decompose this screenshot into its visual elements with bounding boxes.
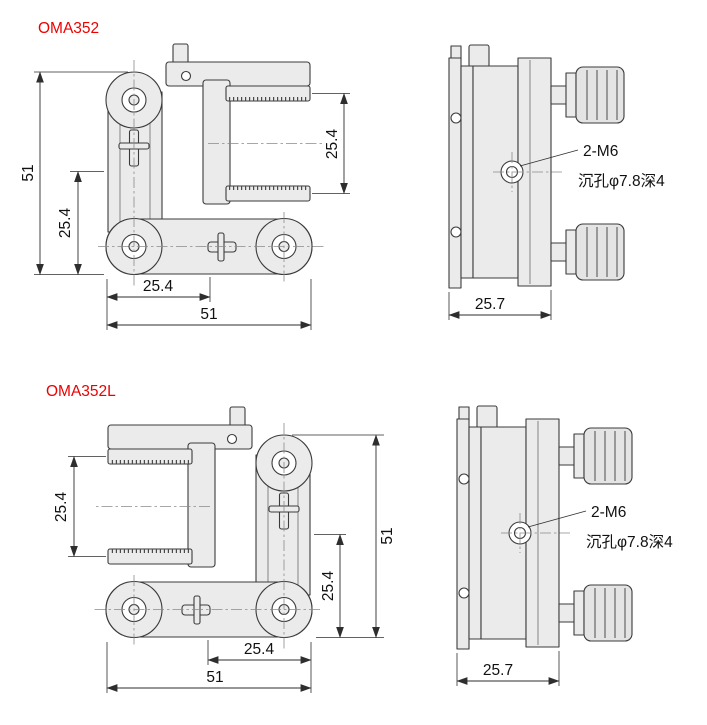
oma352l-dim-half-width: 25.4 — [244, 641, 275, 658]
oma352l-dim-jaw-gap: 25.4 — [53, 492, 70, 523]
oma352-note-thread: 2-M6 — [583, 143, 618, 160]
oma352-dim-depth: 25.7 — [475, 296, 505, 313]
oma352l-dim-depth: 25.7 — [483, 662, 513, 679]
oma352-note-counterbore: 沉孔φ7.8深4 — [578, 172, 665, 190]
oma352-drawing: OMA352 51 25.4 25.4 25.4 — [20, 20, 665, 330]
oma352-side-view — [448, 44, 625, 289]
oma352l-note-counterbore: 沉孔φ7.8深4 — [586, 533, 673, 551]
oma352l-side-view — [456, 405, 633, 650]
oma352l-note-thread: 2-M6 — [591, 504, 626, 521]
oma352l-dim-height: 51 — [379, 527, 396, 544]
oma352-dim-width: 51 — [200, 306, 217, 323]
oma352-dimensions: 51 25.4 25.4 25.4 51 25.7 — [20, 71, 665, 330]
oma352-dim-height: 51 — [20, 164, 37, 181]
oma352l-front-view — [92, 405, 322, 651]
oma352-title: OMA352 — [38, 20, 99, 37]
oma352l-drawing: OMA352L 25.4 51 25.4 25.4 — [46, 383, 673, 693]
oma352l-dim-lower-half: 25.4 — [320, 571, 337, 602]
leader-line — [519, 149, 579, 167]
oma352l-dimensions: 25.4 51 25.4 25.4 51 25.7 — [53, 434, 673, 693]
oma352-front-view — [96, 42, 326, 288]
leader-line — [527, 510, 587, 528]
oma352-dim-half-width: 25.4 — [143, 278, 174, 295]
oma352-dim-lower-half: 25.4 — [57, 208, 74, 239]
oma352l-dim-width: 51 — [206, 669, 223, 686]
oma352-dim-jaw-gap: 25.4 — [324, 129, 341, 160]
oma352l-title: OMA352L — [46, 383, 116, 400]
